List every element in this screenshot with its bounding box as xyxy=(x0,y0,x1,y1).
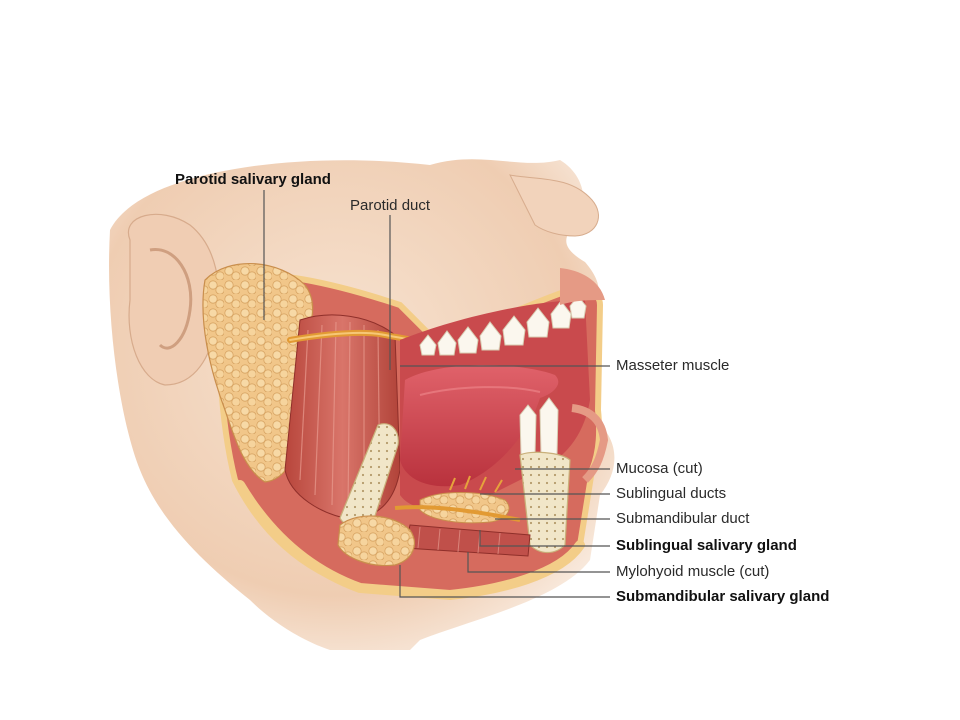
label-submandibular-duct: Submandibular duct xyxy=(616,510,750,527)
leader-lines xyxy=(263,190,610,598)
label-sublingual-salivary-gland: Sublingual salivary gland xyxy=(616,537,797,554)
tongue-shape xyxy=(400,365,559,487)
label-mylohyoid-muscle-cut: Mylohyoid muscle (cut) xyxy=(616,563,770,580)
label-submandibular-salivary-gland: Submandibular salivary gland xyxy=(616,588,830,605)
label-parotid-duct: Parotid duct xyxy=(350,197,431,214)
lower-teeth xyxy=(519,397,559,456)
submandibular-duct-shape xyxy=(394,505,521,522)
label-masseter-muscle: Masseter muscle xyxy=(616,357,730,374)
jaw-cut-edge xyxy=(235,480,585,601)
sublingual-ducts-shape xyxy=(449,475,503,493)
mandible-bone xyxy=(519,451,571,554)
submandibular-gland-shape xyxy=(337,515,415,567)
upper-lip xyxy=(560,268,605,305)
ear-inner xyxy=(149,248,193,350)
lower-lip xyxy=(571,404,609,483)
label-mucosa-cut: Mucosa (cut) xyxy=(616,460,703,477)
nose xyxy=(509,174,599,237)
label-parotid-salivary-gland: Parotid salivary gland xyxy=(175,171,331,188)
upper-teeth xyxy=(419,295,587,356)
label-sublingual-ducts: Sublingual ducts xyxy=(616,485,727,502)
